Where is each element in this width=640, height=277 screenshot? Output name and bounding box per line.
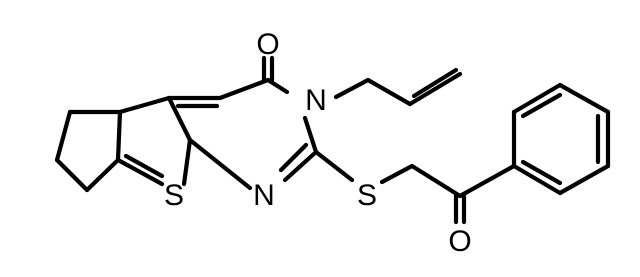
bond: [511, 82, 563, 115]
bond: [166, 95, 193, 143]
bond: [282, 149, 319, 183]
bond: [333, 77, 371, 100]
atom-label-oxygen: O: [256, 28, 279, 61]
bond: [511, 163, 563, 196]
atom-label-sulfur: S: [164, 179, 184, 212]
bond: [84, 157, 121, 193]
bond: [407, 71, 463, 107]
bond: [187, 137, 253, 191]
atom-label-oxygen: O: [448, 225, 471, 258]
bond: [411, 67, 459, 99]
bond: [313, 149, 355, 183]
bond: [557, 82, 611, 115]
atom-labels: O N S N S O: [164, 28, 472, 258]
bond: [265, 77, 290, 95]
bond: [365, 77, 413, 107]
atom-label-nitrogen: N: [305, 84, 327, 117]
bond: [520, 159, 563, 186]
bond: [278, 142, 309, 173]
bond-lines: [54, 55, 611, 225]
bond: [520, 92, 563, 119]
bond: [181, 137, 193, 187]
bond: [457, 163, 517, 199]
bond: [123, 153, 165, 179]
atom-label-sulfur: S: [357, 179, 377, 212]
bond: [379, 163, 415, 185]
bond: [409, 163, 463, 199]
atom-label-nitrogen: N: [253, 179, 275, 212]
bond: [115, 157, 165, 187]
bond: [117, 95, 172, 115]
bond: [217, 77, 271, 101]
bond: [115, 109, 123, 163]
bond: [54, 109, 73, 163]
bond: [302, 115, 319, 155]
bond: [54, 157, 90, 193]
bond: [557, 163, 611, 196]
